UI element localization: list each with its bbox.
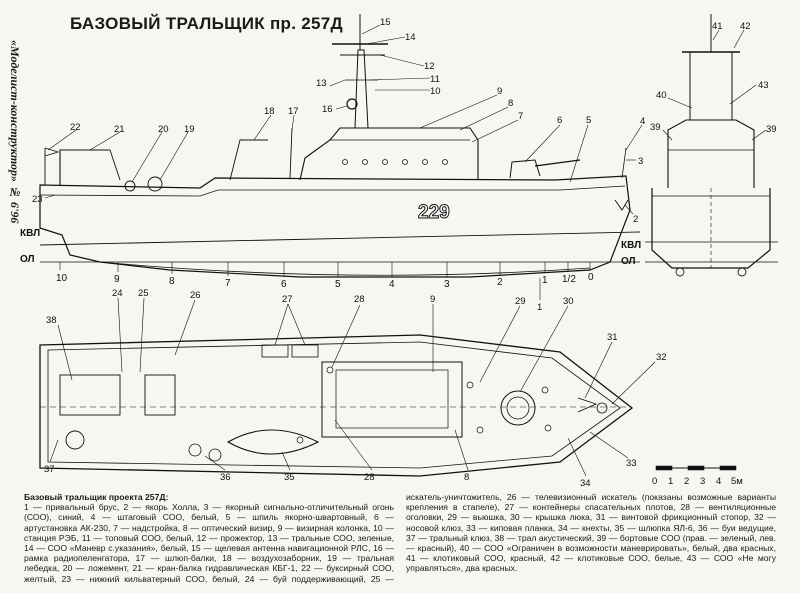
- callout-39-left: 39: [650, 122, 661, 133]
- callout-8-plan: 8: [464, 472, 469, 483]
- callout-2: 2: [633, 214, 638, 225]
- callout-4: 4: [640, 116, 645, 127]
- frame-label: 7: [225, 278, 231, 289]
- gun-mount-plan: [500, 390, 536, 426]
- callout-27: 27: [282, 294, 293, 305]
- deck-plan: [39, 334, 634, 477]
- boat-yal6: [226, 429, 320, 455]
- callout-28-top: 28: [354, 294, 365, 305]
- scale-tick: 1: [668, 476, 673, 487]
- frame-labels: 10 9 8 7 6 5 4 3 2 1 1/2 0: [56, 272, 594, 290]
- callout-31: 31: [607, 332, 618, 343]
- profile-callouts: 1 2 3 4 5 6 7 8 9 10 11 12 13 14 15 16 1…: [32, 17, 645, 313]
- frame-label: 10: [56, 273, 68, 284]
- legend-title: Базовый тральщик проекта 257Д:: [24, 492, 169, 502]
- callout-16: 16: [322, 104, 333, 115]
- callout-12: 12: [424, 61, 435, 72]
- frame-label: 2: [497, 277, 503, 288]
- frame-label: 1/2: [562, 274, 576, 285]
- callout-21: 21: [114, 124, 125, 135]
- hull-profile: [39, 175, 631, 278]
- callout-18: 18: [264, 106, 275, 117]
- frame-label: 6: [281, 279, 287, 290]
- frame-label: 9: [114, 274, 120, 285]
- callout-6: 6: [557, 115, 562, 126]
- callout-22: 22: [70, 122, 81, 133]
- callout-11: 11: [430, 74, 440, 85]
- callout-26: 26: [190, 290, 201, 301]
- callout-28-bottom: 28: [364, 472, 375, 483]
- callout-9-plan: 9: [430, 294, 435, 305]
- label-kvl-front: КВЛ: [621, 240, 641, 251]
- callout-42: 42: [740, 21, 751, 32]
- frame-label: 5: [335, 279, 341, 290]
- callout-3: 3: [638, 156, 643, 167]
- scale-tick: 4: [716, 476, 721, 487]
- callout-24: 24: [112, 288, 123, 299]
- hull-number: 229: [418, 202, 450, 223]
- callout-32: 32: [656, 352, 667, 363]
- callout-7: 7: [518, 111, 523, 122]
- plan-callouts: 24 25 26 27 28 29 30 31 32 33 34 28 35 3…: [44, 288, 667, 489]
- callout-15: 15: [380, 17, 391, 28]
- scale-tick: 2: [684, 476, 689, 487]
- scale-tick: 0: [652, 476, 657, 487]
- callout-30: 30: [563, 296, 574, 307]
- callout-37: 37: [44, 464, 55, 475]
- frame-label: 1: [542, 275, 548, 286]
- callout-5: 5: [586, 115, 591, 126]
- legend: Базовый тральщик проекта 257Д: 1 — прива…: [24, 492, 776, 584]
- magazine-caption: «Моделист-конструктор» № 6'96: [8, 40, 22, 224]
- frame-label: 0: [588, 272, 594, 283]
- callout-1: 1: [537, 302, 542, 313]
- frame-label: 3: [444, 279, 450, 290]
- callout-8: 8: [508, 98, 513, 109]
- hull-front-view: [651, 188, 771, 269]
- main-mast: [354, 49, 369, 129]
- legend-body: 1 — привальный брус, 2 — якорь Холла, 3 …: [24, 492, 776, 584]
- callout-20: 20: [158, 124, 169, 135]
- callout-13: 13: [316, 78, 327, 89]
- callout-38: 38: [46, 315, 57, 326]
- label-ol-front: ОЛ: [621, 256, 636, 267]
- callout-34: 34: [580, 478, 591, 489]
- frame-label: 4: [389, 279, 395, 290]
- superstructure: [299, 127, 479, 181]
- callout-29: 29: [515, 296, 526, 307]
- callout-10: 10: [430, 86, 441, 97]
- callout-40: 40: [656, 90, 667, 101]
- callout-36: 36: [220, 472, 231, 483]
- label-ol: ОЛ: [20, 254, 35, 265]
- callout-25: 25: [138, 288, 149, 299]
- callout-43: 43: [758, 80, 769, 91]
- front-callouts: 39 40 41 42 43 39: [650, 21, 777, 135]
- callout-19: 19: [184, 124, 195, 135]
- direction-finder-frame: [346, 98, 358, 110]
- scale-tick: 3: [700, 476, 705, 487]
- callout-33: 33: [626, 458, 637, 469]
- callout-14: 14: [405, 32, 416, 43]
- callout-17: 17: [288, 106, 299, 117]
- label-kvl: КВЛ: [20, 228, 40, 239]
- frame-label: 8: [169, 276, 175, 287]
- gun-mount: [509, 159, 541, 179]
- callout-41: 41: [712, 21, 723, 32]
- callout-39-right: 39: [766, 124, 777, 135]
- scale-tick: 5м: [731, 476, 743, 487]
- callout-9: 9: [497, 86, 502, 97]
- scale-bar: 0 1 2 3 4 5м: [652, 476, 743, 487]
- callout-23: 23: [32, 194, 43, 205]
- callout-35: 35: [284, 472, 295, 483]
- page-title: БАЗОВЫЙ ТРАЛЬЩИК пр. 257Д: [70, 14, 343, 33]
